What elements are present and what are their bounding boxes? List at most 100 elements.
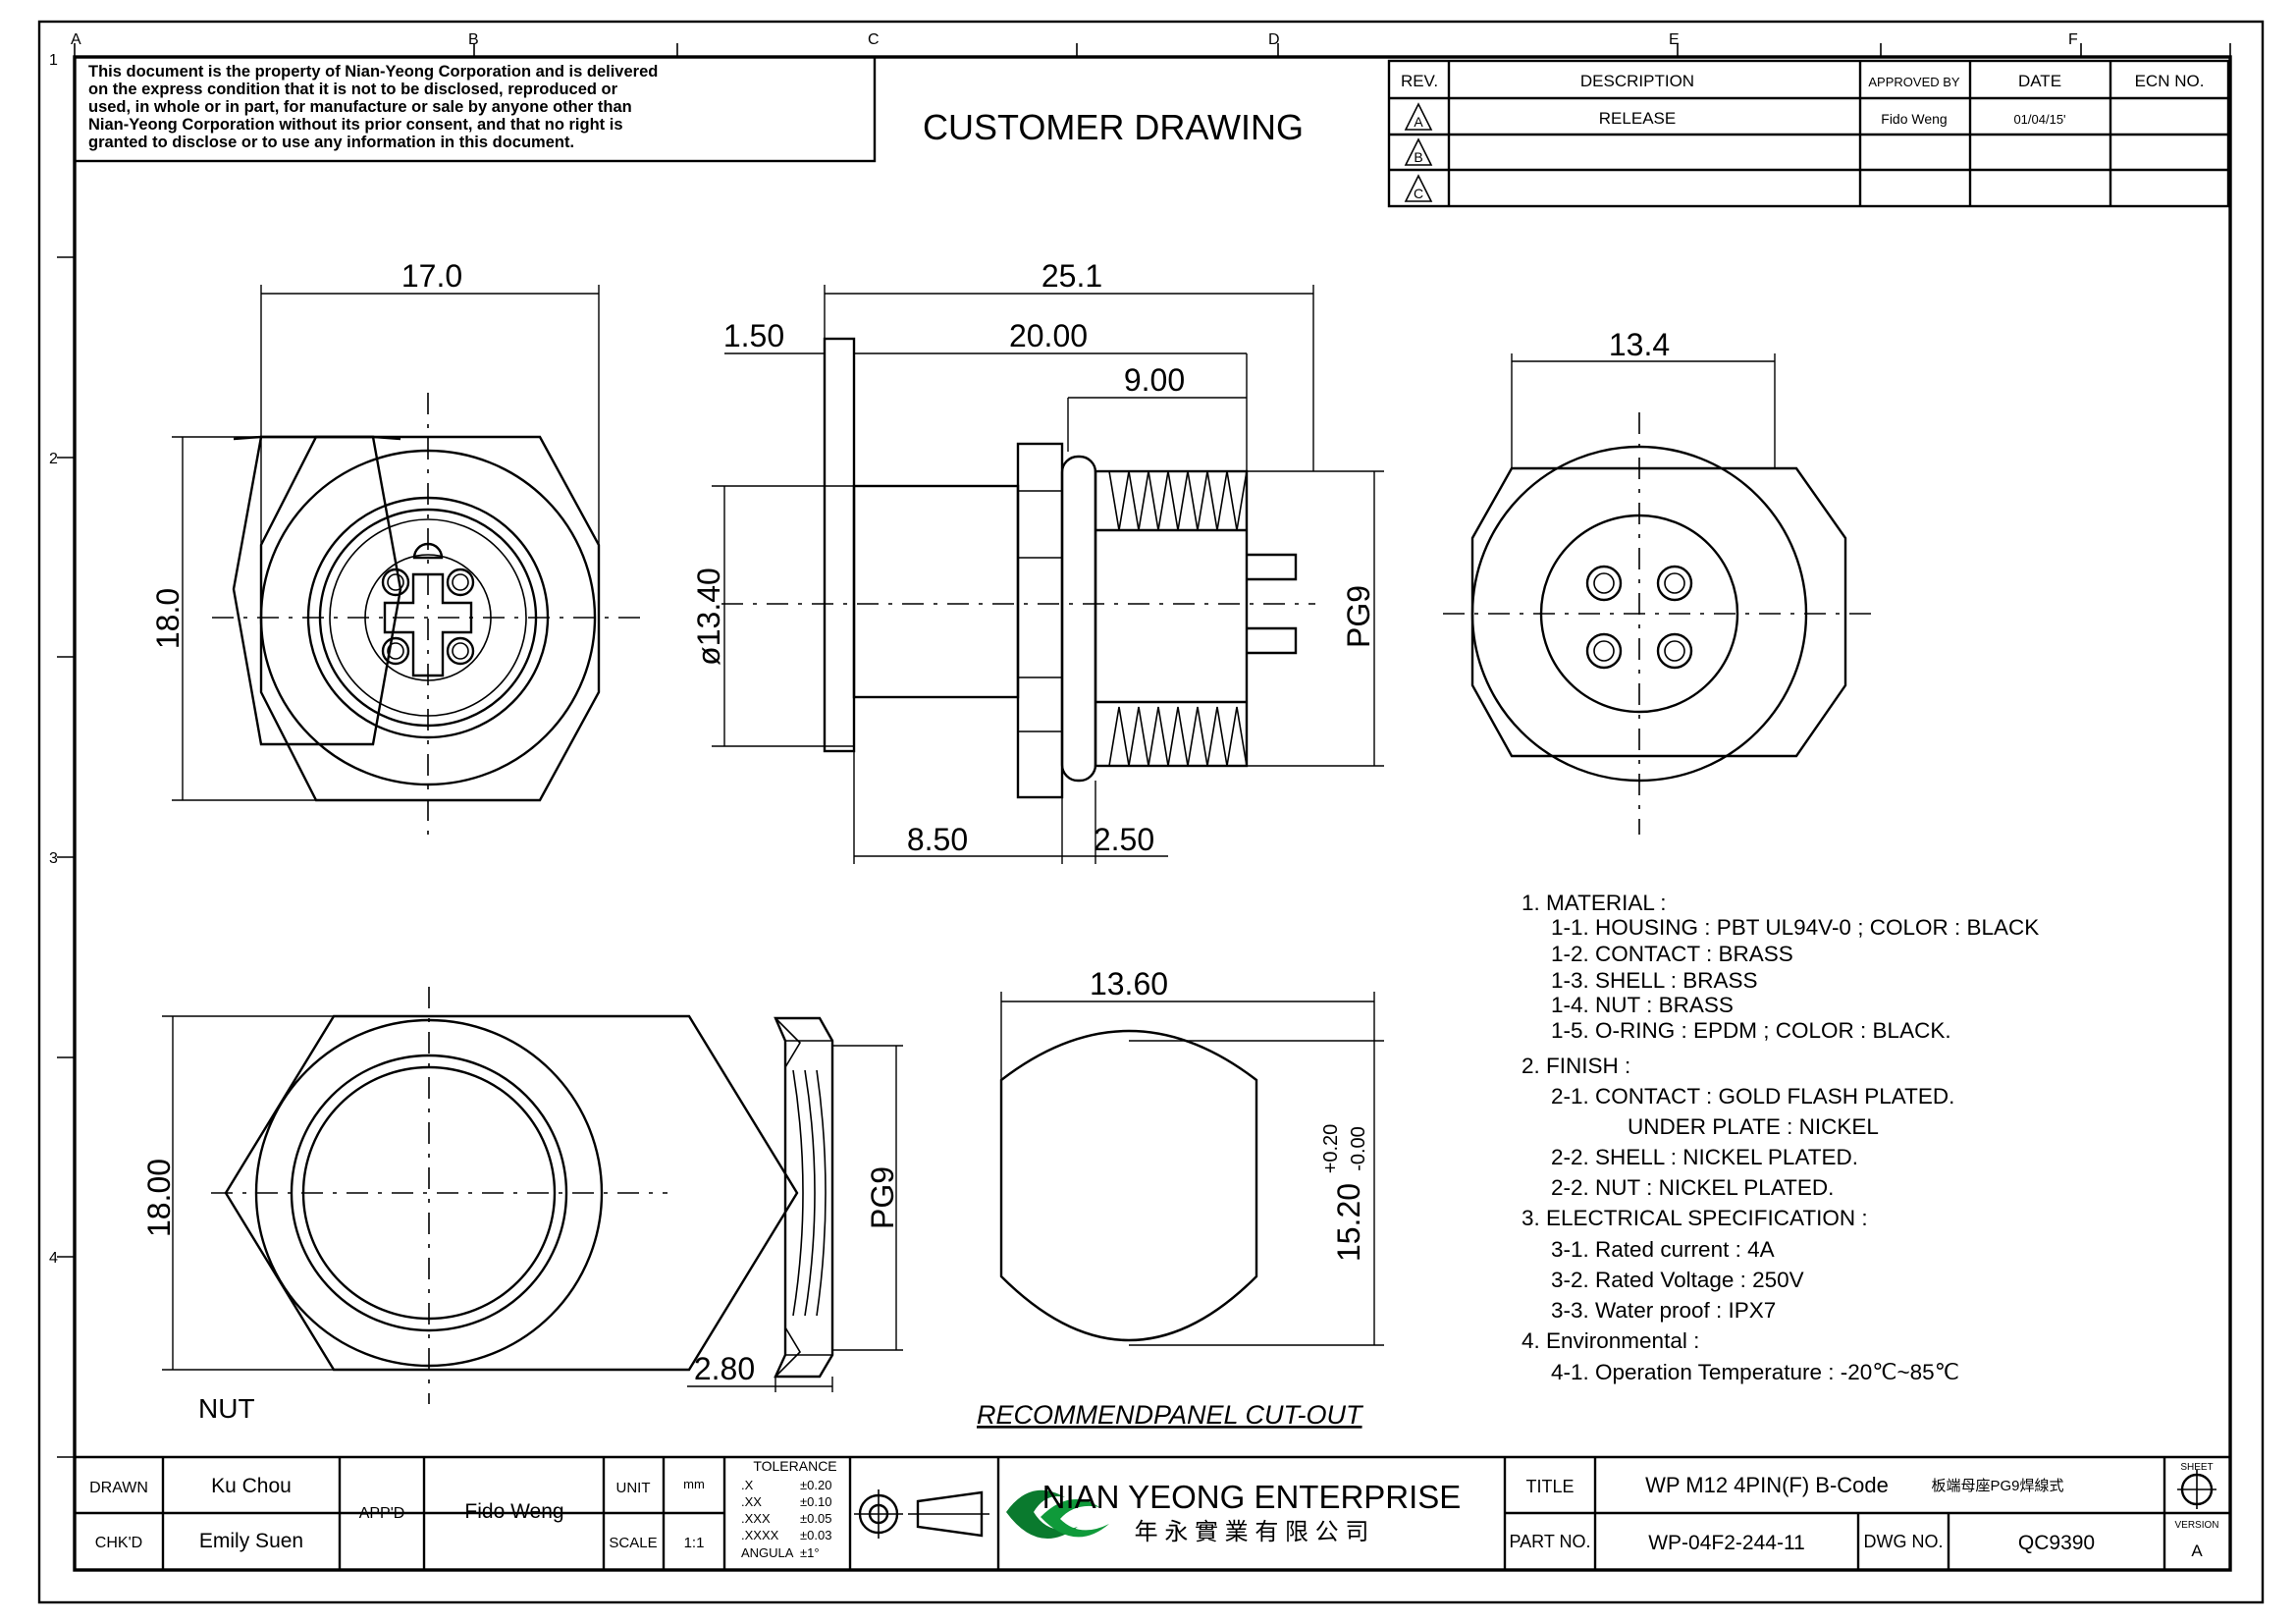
title-value: WP M12 4PIN(F) B-Code xyxy=(1645,1473,1889,1497)
rev-triangle-icon xyxy=(1404,137,1433,166)
part-label: PART NO. xyxy=(1509,1532,1590,1551)
drawn-value: Ku Chou xyxy=(211,1475,292,1497)
rev-header-date: DATE xyxy=(2018,72,2061,90)
spec-line: 1-5. O-RING : EPDM ; COLOR : BLACK. xyxy=(1551,1018,1951,1043)
rev-header-description: DESCRIPTION xyxy=(1580,72,1694,90)
page-title: CUSTOMER DRAWING xyxy=(923,107,1304,147)
panel-cutout-view xyxy=(999,1029,1258,1342)
nut-view xyxy=(211,987,799,1404)
spec-line: 4. Environmental : xyxy=(1522,1328,1699,1353)
side-view xyxy=(721,337,1315,799)
tolerance-key: .X xyxy=(741,1478,754,1492)
dim-front-width: 17.0 xyxy=(401,258,462,294)
drawn-label: DRAWN xyxy=(89,1480,148,1496)
border-col-d: D xyxy=(1268,31,1280,48)
version-label: VERSION xyxy=(2174,1520,2218,1531)
tolerance-key: .XXX xyxy=(741,1511,771,1526)
dim-nut-side-thickness: 2.80 xyxy=(694,1351,755,1386)
rev-letter-b: B xyxy=(1414,149,1422,165)
appd-value: Fido Weng xyxy=(464,1500,563,1523)
dim-side-bottom-left: 8.50 xyxy=(907,822,968,857)
dim-side-bottom-right: 2.50 xyxy=(1094,822,1154,857)
border-row-3: 3 xyxy=(49,850,58,867)
company-name-cn: 年 永 實 業 有 限 公 司 xyxy=(1135,1519,1369,1545)
dim-cutout-height: 15.20 xyxy=(1331,1183,1366,1262)
scale-label: SCALE xyxy=(609,1535,657,1551)
tolerance-title: TOLERANCE xyxy=(753,1458,836,1474)
cutout-label: RECOMMENDPANEL CUT-OUT xyxy=(977,1400,1364,1430)
appd-label: APP'D xyxy=(359,1505,405,1522)
dim-nut-height: 18.00 xyxy=(141,1159,177,1237)
dim-side-thread: 9.00 xyxy=(1124,362,1185,398)
tolerance-value: ±0.03 xyxy=(800,1528,831,1542)
spec-notes: 1. MATERIAL : 1-1. HOUSING : PBT UL94V-0… xyxy=(1522,891,2039,1384)
dim-side-diameter: ø13.40 xyxy=(691,568,726,666)
rev-header-rev: REV. xyxy=(1401,72,1438,90)
version-value: A xyxy=(2191,1542,2203,1560)
notice-line: This document is the property of Nian-Ye… xyxy=(88,63,658,81)
dim-side-thread-label: PG9 xyxy=(1341,585,1376,648)
rev-triangle-icon xyxy=(1404,174,1433,202)
border-col-b: B xyxy=(468,31,479,48)
dim-side-body: 20.00 xyxy=(1009,318,1088,353)
border-col-c: C xyxy=(868,31,880,48)
spec-line: 4-1. Operation Temperature : -20℃~85℃ xyxy=(1551,1360,1959,1384)
chkd-value: Emily Suen xyxy=(199,1530,303,1552)
rev-a-approved: Fido Weng xyxy=(1881,111,1947,127)
company-logo xyxy=(1006,1489,1109,1539)
spec-line: 3-2. Rated Voltage : 250V xyxy=(1551,1268,1804,1292)
notice-line: on the express condition that it is not … xyxy=(88,81,618,98)
dim-front-height: 18.0 xyxy=(150,588,186,649)
spec-line: 1-4. NUT : BRASS xyxy=(1551,993,1734,1017)
spec-line: 2-2. SHELL : NICKEL PLATED. xyxy=(1551,1145,1858,1169)
tolerance-key: .XX xyxy=(741,1494,762,1509)
dim-side-total: 25.1 xyxy=(1041,258,1102,294)
spec-line: 1-2. CONTACT : BRASS xyxy=(1551,942,1793,966)
rev-header-ecn: ECN NO. xyxy=(2135,72,2205,90)
rev-a-description: RELEASE xyxy=(1599,109,1676,128)
dwg-value: QC9390 xyxy=(2018,1532,2095,1554)
dim-rear-width: 13.4 xyxy=(1609,327,1670,362)
notice-line: granted to disclose or to use any inform… xyxy=(88,134,574,151)
rev-header-approved: APPROVED BY xyxy=(1868,75,1960,89)
nut-side-view xyxy=(774,1016,834,1379)
tolerance-value: ±1° xyxy=(800,1545,820,1560)
unit-label: UNIT xyxy=(616,1480,651,1496)
sheet-target-icon xyxy=(2177,1470,2216,1509)
part-value: WP-04F2-244-11 xyxy=(1648,1532,1805,1554)
spec-line: 2-1. CONTACT : GOLD FLASH PLATED. xyxy=(1551,1084,1954,1109)
dim-cutout-tol-minus: -0.00 xyxy=(1348,1126,1369,1171)
spec-line: 3-3. Water proof : IPX7 xyxy=(1551,1298,1776,1323)
spec-line: 1-1. HOUSING : PBT UL94V-0 ; COLOR : BLA… xyxy=(1551,915,2039,940)
company-name: NIAN YEONG ENTERPRISE xyxy=(1042,1479,1462,1515)
rev-a-date: 01/04/15' xyxy=(2013,112,2065,127)
sheet-label: SHEET xyxy=(2180,1462,2213,1473)
title-label: TITLE xyxy=(1525,1477,1574,1496)
spec-line: 1-3. SHELL : BRASS xyxy=(1551,968,1758,993)
spec-line: 1. MATERIAL : xyxy=(1522,891,1667,915)
dwg-label: DWG NO. xyxy=(1864,1532,1944,1551)
dim-cutout-tol-plus: +0.20 xyxy=(1320,1124,1342,1174)
dim-side-flange: 1.50 xyxy=(723,318,784,353)
spec-line: 3-1. Rated current : 4A xyxy=(1551,1237,1775,1262)
border-col-e: E xyxy=(1669,31,1680,48)
scale-value: 1:1 xyxy=(684,1535,705,1551)
rev-letter-c: C xyxy=(1414,186,1423,201)
dim-cutout-width: 13.60 xyxy=(1090,966,1168,1001)
tolerance-value: ±0.20 xyxy=(800,1478,831,1492)
title-cn: 板端母座PG9焊線式 xyxy=(1931,1477,2063,1494)
rear-view xyxy=(1443,412,1875,835)
rev-letter-a: A xyxy=(1414,114,1423,130)
notice-line: Nian-Yeong Corporation without its prior… xyxy=(88,116,623,134)
spec-line: 2. FINISH : xyxy=(1522,1054,1630,1078)
chkd-label: CHK'D xyxy=(95,1535,142,1551)
spec-line: UNDER PLATE : NICKEL xyxy=(1628,1114,1879,1139)
nut-label: NUT xyxy=(198,1393,255,1424)
border-col-a: A xyxy=(71,31,81,48)
notice-line: used, in whole or in part, for manufactu… xyxy=(88,98,632,116)
rev-triangle-icon xyxy=(1404,102,1433,131)
projection-symbol-icon xyxy=(854,1489,989,1539)
spec-line: 3. ELECTRICAL SPECIFICATION : xyxy=(1522,1206,1868,1230)
front-view xyxy=(212,393,648,844)
